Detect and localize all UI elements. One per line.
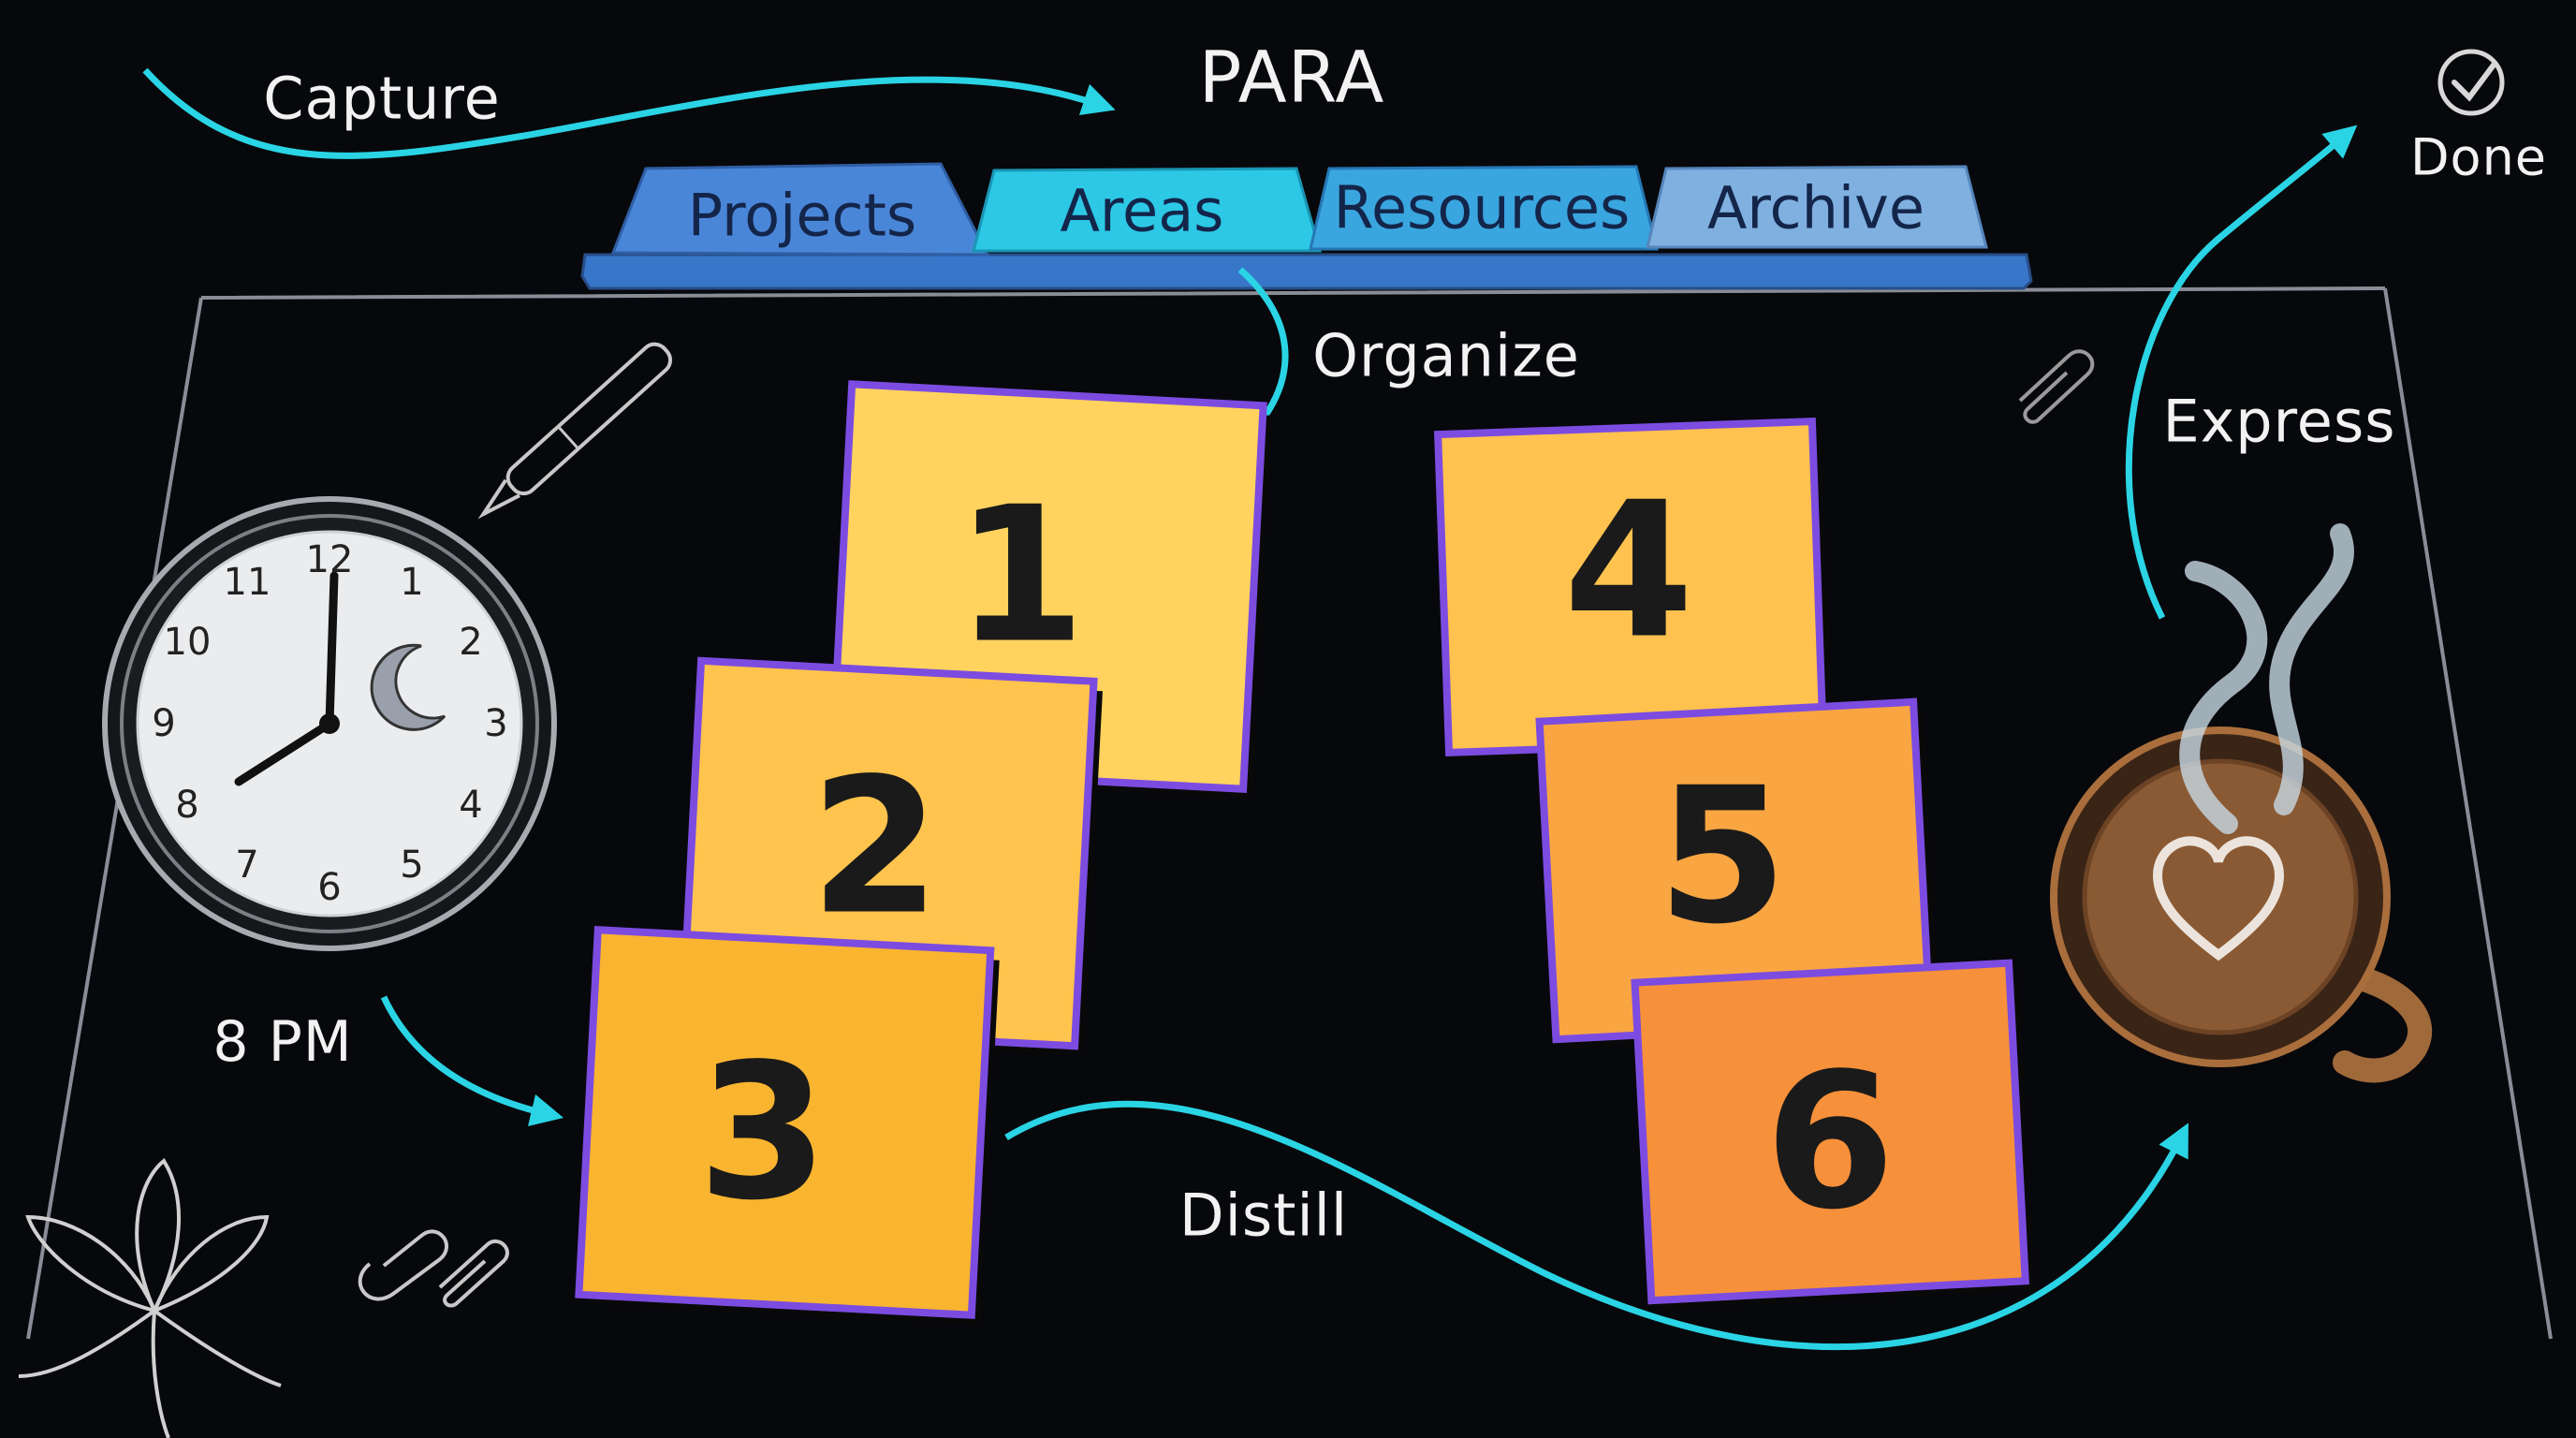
- arrow-distill: [1004, 1100, 2188, 1351]
- clock-numeral-12: 12: [305, 538, 354, 581]
- sticky-note-3-number: 3: [697, 1023, 828, 1242]
- clock-numeral-4: 4: [459, 784, 483, 827]
- arrow-8pm: [380, 995, 564, 1127]
- step-capture-label: Capture: [263, 64, 501, 133]
- sticky-note-6: [1631, 959, 2036, 1310]
- tab-archive[interactable]: Archive: [1707, 173, 1925, 242]
- tab-resources[interactable]: Resources: [1333, 173, 1631, 242]
- paperclip-icon-2: [358, 1229, 448, 1301]
- tab-shape-areas: [972, 167, 1322, 253]
- pen-icon: [477, 342, 673, 520]
- sticky-note-5-number: 5: [1657, 747, 1788, 966]
- moon-icon: [370, 643, 446, 731]
- clock-numeral-5: 5: [400, 844, 424, 887]
- desk-outline: [26, 286, 2553, 1340]
- coffee-cup-icon: [2050, 523, 2433, 1083]
- cup-handle: [2328, 961, 2433, 1083]
- arrow-express: [2125, 125, 2358, 620]
- sticky-note-1-number: 1: [955, 466, 1086, 685]
- clock-numeral-11: 11: [223, 561, 271, 604]
- step-organize-label: Organize: [1312, 321, 1580, 390]
- folder-base: [580, 253, 2033, 290]
- arrow-capture: [142, 67, 1116, 159]
- plant-icon: [18, 1158, 282, 1438]
- step-express-label: Express: [2162, 387, 2396, 456]
- clock-numeral-9: 9: [152, 702, 176, 745]
- clock-numeral-10: 10: [163, 621, 212, 664]
- clock-numeral-6: 6: [317, 866, 342, 909]
- sticky-note-3: [575, 926, 1000, 1326]
- tab-projects[interactable]: Projects: [687, 181, 917, 250]
- page-title: PARA: [1198, 35, 1385, 119]
- step-done-label: Done: [2409, 127, 2548, 187]
- clock-numeral-1: 1: [400, 561, 424, 604]
- clock-numeral-8: 8: [175, 784, 199, 827]
- paperclip-icon-3: [438, 1239, 509, 1308]
- check-circle-icon: [2437, 49, 2505, 116]
- steam-icon: [2179, 523, 2354, 834]
- clock-time-label: 8 PM: [212, 1009, 353, 1075]
- sticky-note-4: [1434, 418, 1834, 762]
- paperclip-icon: [2018, 349, 2095, 424]
- clock-numeral-3: 3: [484, 702, 508, 745]
- tab-shape-projects: [610, 162, 990, 257]
- step-distill-label: Distill: [1178, 1181, 1349, 1250]
- clock-numeral-2: 2: [459, 621, 483, 664]
- clock-numeral-7: 7: [235, 844, 259, 887]
- tab-shape-resources: [1309, 165, 1659, 251]
- latte-heart-icon: [2152, 836, 2285, 961]
- sticky-note-6-number: 6: [1764, 1033, 1895, 1252]
- sticky-note-4-number: 4: [1563, 462, 1694, 681]
- sticky-note-2-number: 2: [810, 738, 941, 957]
- clock-icon: [102, 496, 557, 951]
- tab-areas[interactable]: Areas: [1060, 176, 1224, 245]
- tab-shape-archive: [1646, 165, 1988, 249]
